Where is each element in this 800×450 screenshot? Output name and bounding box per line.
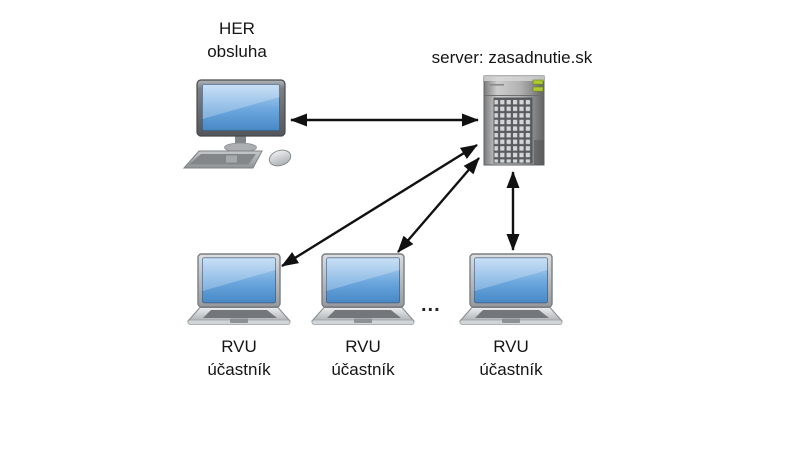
participant-laptop-icon-1	[187, 253, 291, 326]
participant-laptop-icon-2	[311, 253, 415, 326]
arrow-server-participant1	[281, 143, 478, 268]
participant1-line1: RVU	[221, 337, 257, 356]
server-led	[532, 79, 544, 85]
mouse-icon	[268, 149, 292, 167]
arrow-server-participant2	[397, 157, 480, 253]
participant3-line2: účastník	[479, 360, 543, 379]
participant-label-3: RVU účastník	[451, 335, 571, 381]
connection-arrows	[281, 113, 520, 268]
more-participants-ellipsis: ...	[421, 294, 441, 316]
participant1-line2: účastník	[207, 360, 271, 379]
participant2-line1: RVU	[345, 337, 381, 356]
operator-label-line2: obsluha	[207, 42, 267, 61]
participant3-line1: RVU	[493, 337, 529, 356]
participant-laptop-icon-3	[459, 253, 563, 326]
participant-label-1: RVU účastník	[179, 335, 299, 381]
operator-label-line1: HER	[219, 19, 255, 38]
operator-label: HER obsluha	[167, 17, 307, 63]
operator-computer-icon	[182, 79, 292, 169]
server-vent-grid	[494, 98, 532, 163]
server-icon	[483, 75, 545, 166]
server-led	[532, 86, 544, 92]
participant2-line2: účastník	[331, 360, 395, 379]
participant-label-2: RVU účastník	[303, 335, 423, 381]
server-label: server: zasadnutie.sk	[431, 48, 593, 67]
